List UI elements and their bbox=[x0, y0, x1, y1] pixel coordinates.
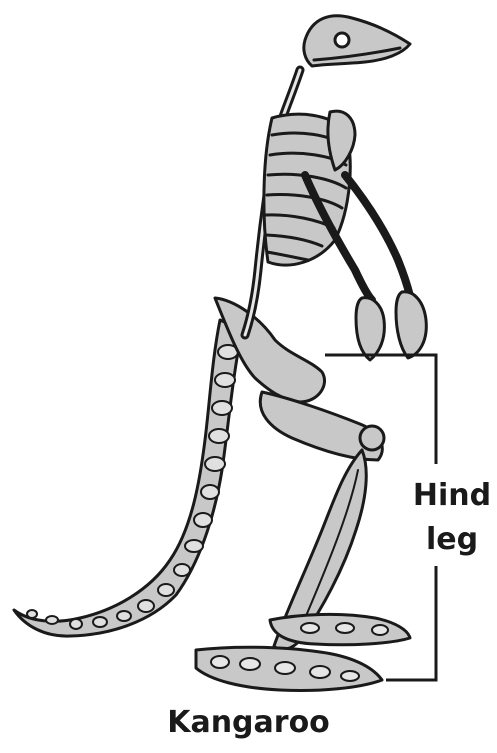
front-paw-2 bbox=[396, 292, 426, 358]
eye-socket bbox=[335, 33, 349, 47]
thigh-bone bbox=[260, 392, 382, 460]
knee-joint bbox=[360, 426, 384, 450]
hind-leg-label-line2: leg bbox=[404, 518, 497, 562]
tail-vertebrae bbox=[27, 345, 238, 629]
figure-caption: Kangaroo bbox=[0, 708, 497, 738]
skeleton bbox=[14, 16, 426, 691]
tail-bone bbox=[14, 320, 242, 636]
hind-leg-label-line1: Hind bbox=[404, 474, 497, 518]
hind-leg-label: Hind leg bbox=[404, 474, 497, 562]
front-paw bbox=[356, 298, 384, 360]
